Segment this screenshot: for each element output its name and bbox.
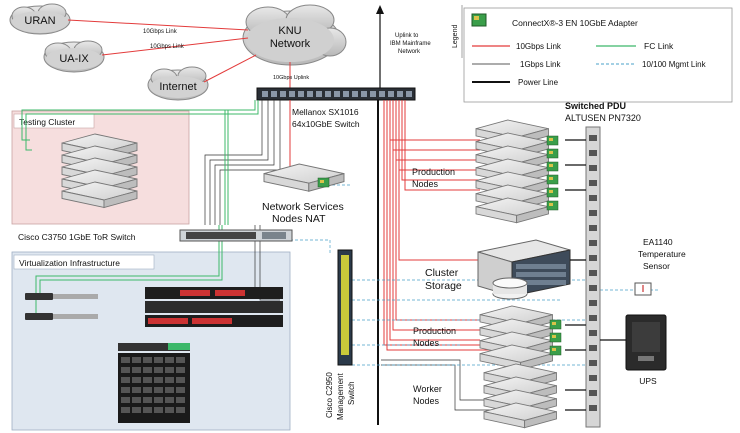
cisco-2950-label-2: Management <box>336 373 345 420</box>
worker-nodes-label-1: Worker <box>413 384 442 394</box>
uplink-label: 10Gbps Uplink <box>273 75 309 81</box>
ups-unit <box>625 314 667 371</box>
pdu-label-1: Switched PDU <box>565 101 626 111</box>
legend: Legend ConnectX®-3 EN 10GbE Adapter 10Gb… <box>452 5 733 103</box>
temp-sensor-label-3: Sensor <box>643 261 670 271</box>
svg-text:FC Link: FC Link <box>644 41 674 51</box>
cisco-2950-label-3: Switch <box>347 381 356 405</box>
worker-nodes <box>483 363 557 429</box>
cisco-2950-label-1: Cisco C2950 <box>325 372 334 418</box>
mellanox-label-1: Mellanox SX1016 <box>292 107 359 117</box>
pdu-label-2: ALTUSEN PN7320 <box>565 113 641 123</box>
svg-text:URAN: URAN <box>24 15 55 27</box>
production-top-label-2: Nodes <box>412 179 439 189</box>
link-label-2: 10Gbps Link <box>150 44 185 50</box>
links-1g <box>204 100 490 411</box>
svg-text:Network: Network <box>270 38 311 50</box>
cloud-knu-network: KNU Network <box>242 4 347 66</box>
production-top-label-1: Production <box>412 167 455 177</box>
mainframe-label-3: Network <box>398 49 421 55</box>
cluster-storage <box>477 239 571 300</box>
svg-text:ConnectX®-3 EN 10GbE Adapter: ConnectX®-3 EN 10GbE Adapter <box>512 18 638 28</box>
temp-sensor-label-1: EA1140 <box>643 237 673 247</box>
cloud-uran: URAN <box>9 3 71 35</box>
mainframe-arrow-icon <box>376 5 384 14</box>
temp-sensor-label-2: Temperature <box>638 249 686 259</box>
testing-cluster-label: Testing Cluster <box>19 117 75 127</box>
testing-cluster-servers <box>61 133 138 208</box>
link-uaix-knu <box>101 37 249 56</box>
links-10g-production <box>289 100 490 351</box>
network-services-server <box>263 163 345 192</box>
production-bottom-label-2: Nodes <box>413 338 440 348</box>
cloud-uaix: UA-IX <box>43 40 105 73</box>
svg-text:Legend: Legend <box>452 25 459 48</box>
link-label-1: 10Gbps Link <box>143 29 178 35</box>
link-internet-knu <box>203 54 257 83</box>
switched-pdu <box>585 126 601 428</box>
network-services-label-1: Network Services <box>262 201 344 213</box>
virtualization-label: Virtualization Infrastructure <box>19 258 120 268</box>
cluster-storage-label-2: Storage <box>425 280 462 292</box>
thermometer-icon <box>634 282 652 296</box>
cloud-internet: Internet <box>147 66 209 101</box>
cisco-2950-switch <box>337 249 353 366</box>
mellanox-switch <box>256 87 416 101</box>
svg-text:UA-IX: UA-IX <box>59 53 89 65</box>
svg-text:KNU: KNU <box>278 25 301 37</box>
svg-text:10Gbps Link: 10Gbps Link <box>516 42 562 51</box>
link-uran-knu <box>67 19 249 31</box>
production-nodes-bottom <box>479 305 562 371</box>
cisco-3750-label: Cisco C3750 1GbE ToR Switch <box>18 232 136 242</box>
virtualization-title-bg <box>13 254 155 270</box>
network-services-label-2: Nodes NAT <box>272 213 326 225</box>
svg-text:Internet: Internet <box>159 81 196 93</box>
worker-nodes-label-2: Nodes <box>413 396 440 406</box>
cisco-3750-switch <box>179 229 293 242</box>
svg-text:Power Line: Power Line <box>518 78 559 87</box>
production-bottom-label-1: Production <box>413 326 456 336</box>
production-nodes-top <box>475 119 559 224</box>
svg-text:1Gbps Link: 1Gbps Link <box>520 60 561 69</box>
ups-label: UPS <box>639 376 657 386</box>
mainframe-label-2: IBM Mainframe <box>390 41 431 47</box>
virtualization-equipment <box>25 287 283 423</box>
cluster-storage-label-1: Cluster <box>425 267 459 279</box>
svg-text:10/100 Mgmt Link: 10/100 Mgmt Link <box>642 60 707 69</box>
mainframe-label-1: Uplink to <box>395 33 419 39</box>
mellanox-label-2: 64x10GbE Switch <box>292 119 360 129</box>
